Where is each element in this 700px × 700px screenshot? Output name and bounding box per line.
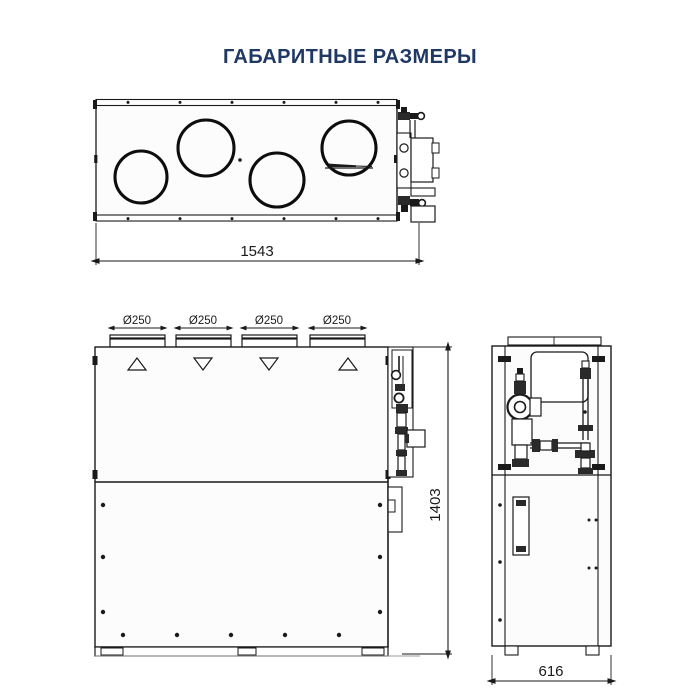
side-view: 616 xyxy=(486,336,617,685)
page-title: ГАБАРИТНЫЕ РАЗМЕРЫ xyxy=(222,46,478,68)
dimension-1403: 1403 xyxy=(402,341,452,660)
opening-1 xyxy=(113,149,169,205)
flow-arrows xyxy=(126,357,359,371)
top-view-right-assembly xyxy=(396,104,440,223)
flange-dots-top xyxy=(126,100,380,104)
dimension-1403-label: 1403 xyxy=(427,488,444,521)
right-pipe-assembly xyxy=(575,360,595,474)
opening-3 xyxy=(248,151,306,209)
panel-bolts xyxy=(100,502,383,638)
front-view-piping xyxy=(387,346,426,647)
flow-arrow-down-2 xyxy=(192,357,214,371)
duct-collars: Ø250 Ø250 Ø250 Ø250 xyxy=(107,315,368,348)
flange-dots-bottom xyxy=(126,217,380,221)
circulation-pump xyxy=(506,368,542,421)
flow-arrow-up-1 xyxy=(126,357,148,371)
duct-label-3: Ø250 xyxy=(255,315,283,327)
flow-arrow-down-3 xyxy=(258,357,280,371)
access-panel xyxy=(530,351,589,403)
dimension-1543: 1543 xyxy=(90,223,425,265)
dimension-616: 616 xyxy=(486,655,617,685)
duct-label-1: Ø250 xyxy=(123,315,151,327)
front-view: Ø250 Ø250 Ø250 Ø250 xyxy=(92,315,452,660)
duct-label-4: Ø250 xyxy=(323,315,351,327)
duct-label-2: Ø250 xyxy=(189,315,217,327)
flow-arrow-up-4 xyxy=(337,357,359,371)
top-view: 1543 xyxy=(90,98,440,265)
dimension-1543-label: 1543 xyxy=(240,243,273,260)
opening-4 xyxy=(320,119,378,177)
dimension-616-label: 616 xyxy=(538,663,563,680)
opening-2 xyxy=(176,118,236,178)
